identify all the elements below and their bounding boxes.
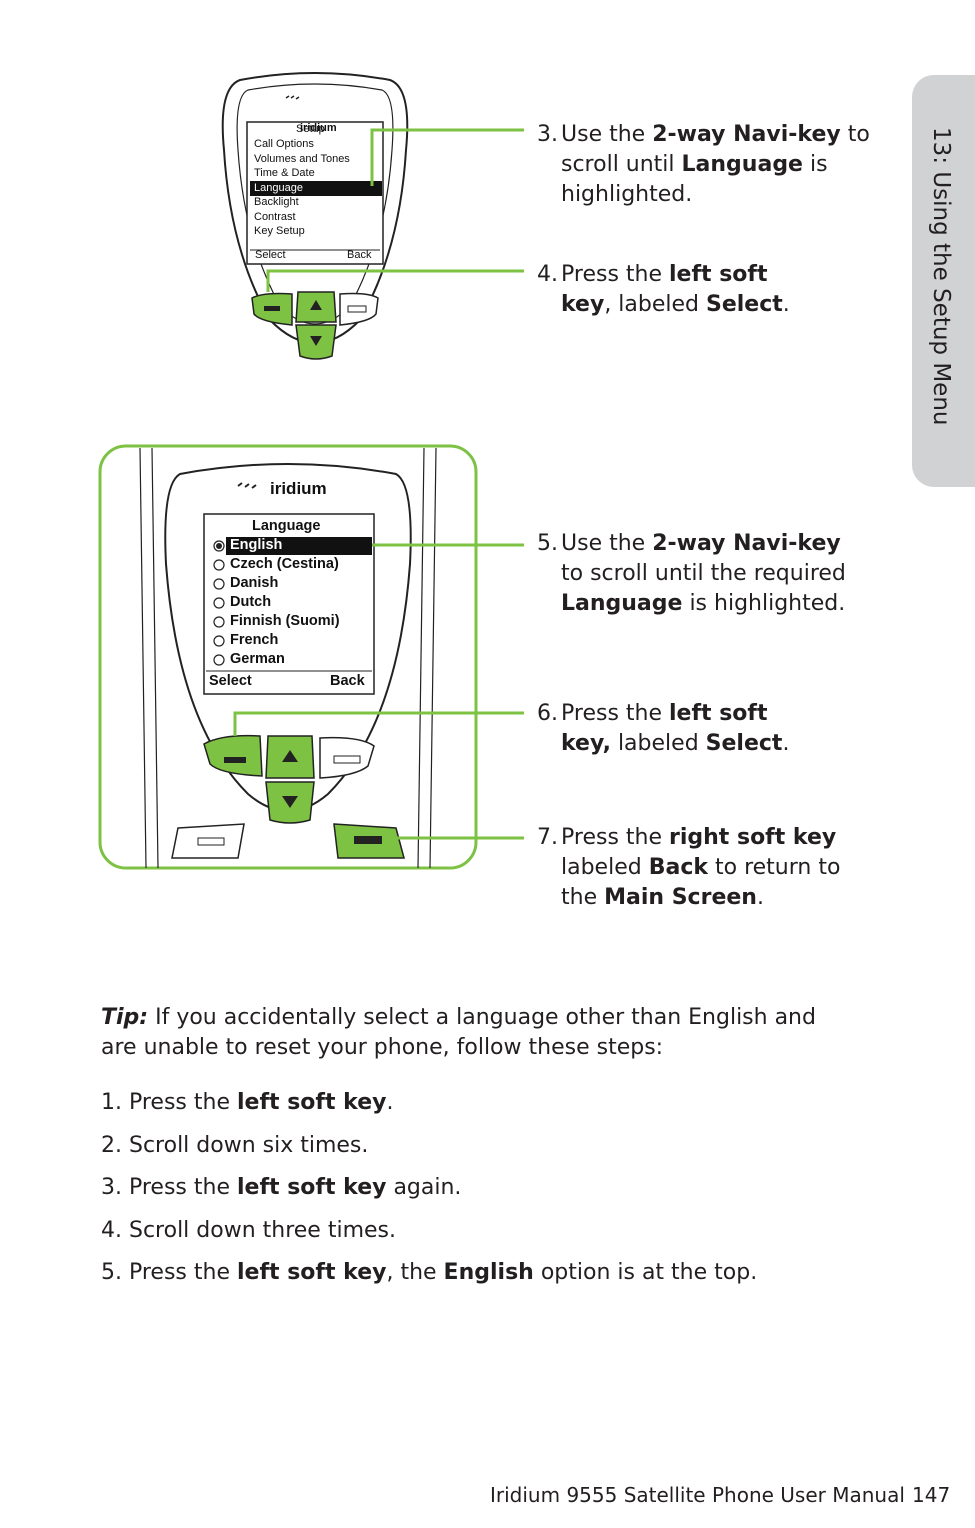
tip-label: Tip: xyxy=(101,1005,149,1030)
list-item: Backlight xyxy=(254,196,299,208)
iridium-logo-icon xyxy=(285,95,300,100)
phone2-brand: iridium xyxy=(270,479,327,498)
phone2-menu-title: Language xyxy=(252,518,321,534)
phone2-menu-list: English Czech (Cestina) Danish Dutch Fin… xyxy=(230,536,340,669)
list-item: Finnish (Suomi) xyxy=(230,613,340,629)
list-item: Volumes and Tones xyxy=(254,152,350,165)
list-item: Czech (Cestina) xyxy=(230,556,339,572)
tip-paragraph: Tip: If you accidentally select a langua… xyxy=(101,1005,816,1060)
list-item: 4. Scroll down three times. xyxy=(101,1217,396,1243)
phone2-left-soft-label: Select xyxy=(209,673,252,689)
list-item: 2. Scroll down six times. xyxy=(101,1132,369,1158)
send-key-icon xyxy=(171,823,245,859)
right-soft-key-icon xyxy=(319,736,375,779)
list-item: German xyxy=(230,651,285,667)
left-soft-key-icon xyxy=(203,734,263,777)
list-item: Contrast xyxy=(254,210,296,223)
list-item: Time & Date xyxy=(254,167,315,179)
list-item-selected: Language xyxy=(254,181,303,194)
list-item: Danish xyxy=(230,575,279,591)
phone1-left-soft-label: Select xyxy=(255,249,286,261)
list-item: 5. Press the left soft key, the English … xyxy=(101,1260,758,1285)
phone1-brand: iridium xyxy=(300,122,337,134)
list-item: French xyxy=(230,632,279,648)
footer-title: Iridium 9555 Satellite Phone User Manual xyxy=(490,1483,905,1507)
list-item-selected: English xyxy=(230,537,283,553)
right-soft-key-icon xyxy=(339,292,379,326)
callout-lines xyxy=(233,128,524,840)
phone2-right-soft-label: Back xyxy=(330,673,365,689)
tip-steps-list: 1. Press the left soft key. 2. Scroll do… xyxy=(101,1088,757,1301)
phone1-menu-list: Call Options Volumes and Tones Time & Da… xyxy=(254,137,350,239)
list-item: Key Setup xyxy=(254,225,305,237)
phone1-menu-title: Setup xyxy=(296,123,325,135)
list-item: 1. Press the left soft key. xyxy=(101,1090,394,1115)
page-number: 147 xyxy=(912,1483,951,1507)
phone1-right-soft-label: Back xyxy=(347,249,372,261)
chapter-side-tab: 13: Using the Setup Menu xyxy=(912,75,975,487)
phone-illustration-language xyxy=(98,444,478,870)
list-item: Call Options xyxy=(254,138,314,150)
list-item: 3. Press the left soft key again. xyxy=(101,1175,462,1200)
list-item: Dutch xyxy=(230,594,272,610)
iridium-logo-icon xyxy=(237,482,257,489)
